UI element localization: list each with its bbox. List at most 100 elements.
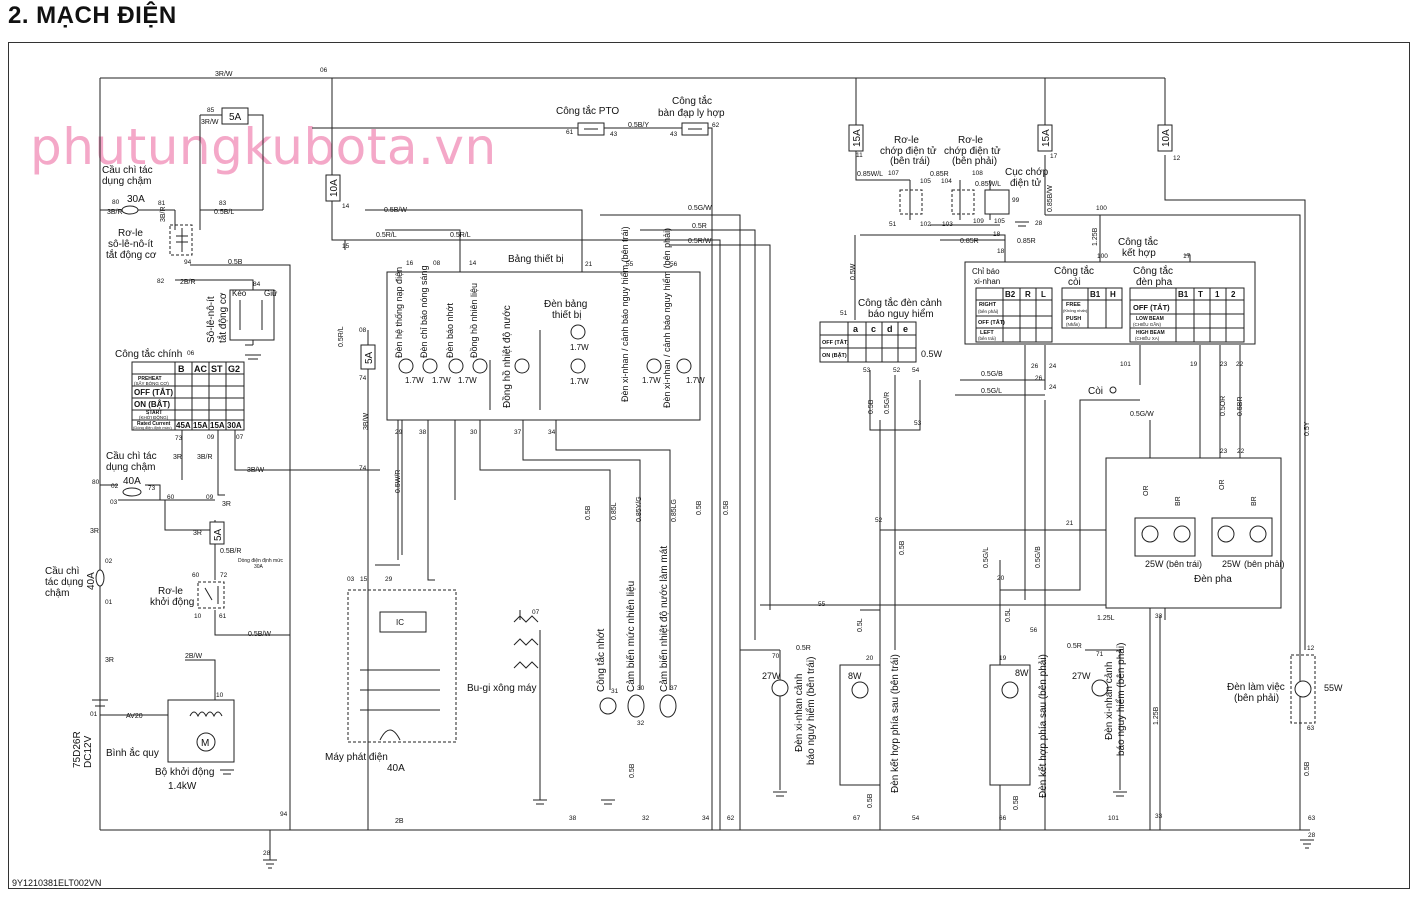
svg-text:Đèn hệ thống nạp điện: Đèn hệ thống nạp điện — [394, 267, 404, 358]
svg-text:0.5R/L: 0.5R/L — [376, 232, 397, 239]
svg-text:điện tử: điện tử — [1010, 177, 1041, 189]
svg-text:12: 12 — [1173, 155, 1181, 162]
svg-text:1.7W: 1.7W — [642, 376, 661, 385]
svg-text:16: 16 — [406, 260, 414, 267]
instrument-panel — [386, 271, 701, 421]
svg-text:sô-lê-nô-ít: sô-lê-nô-ít — [108, 239, 153, 250]
svg-text:40A: 40A — [86, 572, 97, 590]
pto-switch — [577, 122, 605, 136]
svg-text:RIGHT: RIGHT — [979, 302, 997, 308]
svg-text:30A: 30A — [227, 421, 242, 430]
svg-text:2B/R: 2B/R — [180, 279, 196, 286]
svg-text:H: H — [1110, 290, 1116, 299]
alternator: IC — [347, 589, 457, 743]
svg-text:BR: BR — [1175, 496, 1182, 506]
svg-text:0.85B/W: 0.85B/W — [1047, 185, 1054, 212]
svg-text:Đồng hồ nhiên liệu: Đồng hồ nhiên liệu — [469, 283, 479, 358]
svg-text:55W: 55W — [1324, 683, 1343, 693]
svg-text:Đèn kết hợp phía sau (bên phải: Đèn kết hợp phía sau (bên phải) — [1037, 654, 1049, 798]
svg-text:56: 56 — [670, 261, 678, 268]
svg-text:0.5B: 0.5B — [723, 500, 730, 515]
svg-text:3R: 3R — [173, 454, 182, 461]
svg-text:17: 17 — [1050, 153, 1058, 160]
svg-text:0.5G/L: 0.5G/L — [983, 547, 990, 568]
svg-text:14: 14 — [342, 203, 350, 210]
svg-text:3B/R: 3B/R — [107, 209, 123, 216]
svg-text:báo nguy hiểm (bên phải): báo nguy hiểm (bên phải) — [1115, 643, 1127, 756]
diagram-code: 9Y1210381ELT002VN — [12, 878, 102, 888]
svg-text:tắt động cơ: tắt động cơ — [106, 248, 157, 261]
fuse-15a-a: 15A — [848, 124, 864, 152]
svg-text:27W: 27W — [762, 671, 781, 681]
svg-text:75D26R: 75D26R — [72, 731, 83, 768]
svg-text:0.5B: 0.5B — [899, 540, 906, 555]
svg-text:94: 94 — [280, 811, 288, 818]
cau-chi-30a-label: Cầu chì tác — [102, 164, 153, 176]
svg-text:0.5BR: 0.5BR — [1237, 397, 1244, 416]
svg-text:53: 53 — [914, 420, 922, 427]
svg-text:15A: 15A — [210, 421, 225, 430]
svg-text:03: 03 — [347, 576, 355, 583]
svg-text:0.5G/R: 0.5G/R — [884, 392, 891, 414]
svg-text:1.25B: 1.25B — [1092, 227, 1099, 246]
svg-text:43: 43 — [610, 131, 618, 138]
svg-text:R: R — [1025, 290, 1031, 299]
svg-text:21: 21 — [1066, 520, 1074, 527]
svg-text:43: 43 — [670, 131, 678, 138]
fuse-40a-left: 40A — [86, 569, 105, 590]
svg-text:26: 26 — [1031, 363, 1039, 370]
svg-text:PREHEAT: PREHEAT — [138, 376, 162, 382]
svg-text:33: 33 — [1155, 613, 1163, 620]
turn-switch-table — [975, 287, 1053, 343]
starter-motor: M — [167, 699, 235, 763]
svg-text:1.4kW: 1.4kW — [168, 781, 197, 792]
svg-text:0.5B/R: 0.5B/R — [220, 548, 241, 555]
svg-text:0.5G/W: 0.5G/W — [1130, 411, 1154, 418]
svg-text:1: 1 — [1215, 290, 1220, 299]
svg-text:0.85R: 0.85R — [1017, 238, 1036, 245]
svg-text:(CHIẾU XA): (CHIẾU XA) — [1135, 335, 1160, 341]
fuse-5a-mid: 5A — [209, 521, 225, 545]
svg-text:12: 12 — [1307, 645, 1315, 652]
svg-text:07: 07 — [236, 434, 244, 441]
svg-text:01: 01 — [105, 599, 113, 606]
svg-text:62: 62 — [727, 815, 735, 822]
svg-text:1.25B: 1.25B — [1153, 706, 1160, 725]
svg-text:34: 34 — [548, 429, 556, 436]
svg-text:06: 06 — [320, 67, 328, 74]
svg-text:0.5B: 0.5B — [867, 793, 874, 808]
svg-text:56: 56 — [1030, 627, 1038, 634]
svg-text:(Nhấn): (Nhấn) — [1066, 322, 1080, 327]
svg-text:38: 38 — [569, 815, 577, 822]
svg-text:0.85LG: 0.85LG — [671, 499, 678, 522]
svg-text:d: d — [887, 324, 893, 334]
svg-text:51: 51 — [889, 221, 897, 228]
svg-text:0.5Y: 0.5Y — [1304, 421, 1311, 436]
svg-text:3R: 3R — [105, 657, 114, 664]
svg-text:0.5R: 0.5R — [1067, 643, 1082, 650]
svg-text:5A: 5A — [213, 528, 224, 541]
svg-text:15: 15 — [342, 243, 350, 250]
fuse-5a-top: 5A — [221, 107, 249, 125]
svg-text:OFF (TẮT): OFF (TẮT) — [1133, 303, 1170, 312]
svg-text:Rơ-le: Rơ-le — [958, 135, 983, 146]
svg-text:dụng chậm: dụng chậm — [106, 462, 155, 473]
svg-text:66: 66 — [999, 815, 1007, 822]
svg-text:15A: 15A — [1041, 129, 1052, 147]
svg-text:Đồng hồ nhiệt độ nước: Đồng hồ nhiệt độ nước — [501, 305, 513, 408]
svg-text:0.5R/W: 0.5R/W — [688, 238, 712, 245]
svg-text:109: 109 — [973, 218, 984, 225]
svg-text:105: 105 — [920, 178, 931, 185]
svg-text:Rated Current: Rated Current — [137, 421, 171, 427]
svg-text:1.7W: 1.7W — [405, 376, 424, 385]
solenoid-relay — [169, 224, 193, 256]
svg-text:OFF (TẮT): OFF (TẮT) — [134, 388, 173, 397]
svg-text:Rơ-le: Rơ-le — [118, 228, 143, 239]
svg-text:Máy phát điện: Máy phát điện — [325, 752, 388, 763]
fuse-10a-b: 10A — [1157, 124, 1173, 152]
main-switch-table — [131, 361, 245, 431]
svg-text:0.5B: 0.5B — [868, 399, 875, 414]
svg-text:108: 108 — [972, 170, 983, 177]
svg-text:51: 51 — [840, 310, 848, 317]
